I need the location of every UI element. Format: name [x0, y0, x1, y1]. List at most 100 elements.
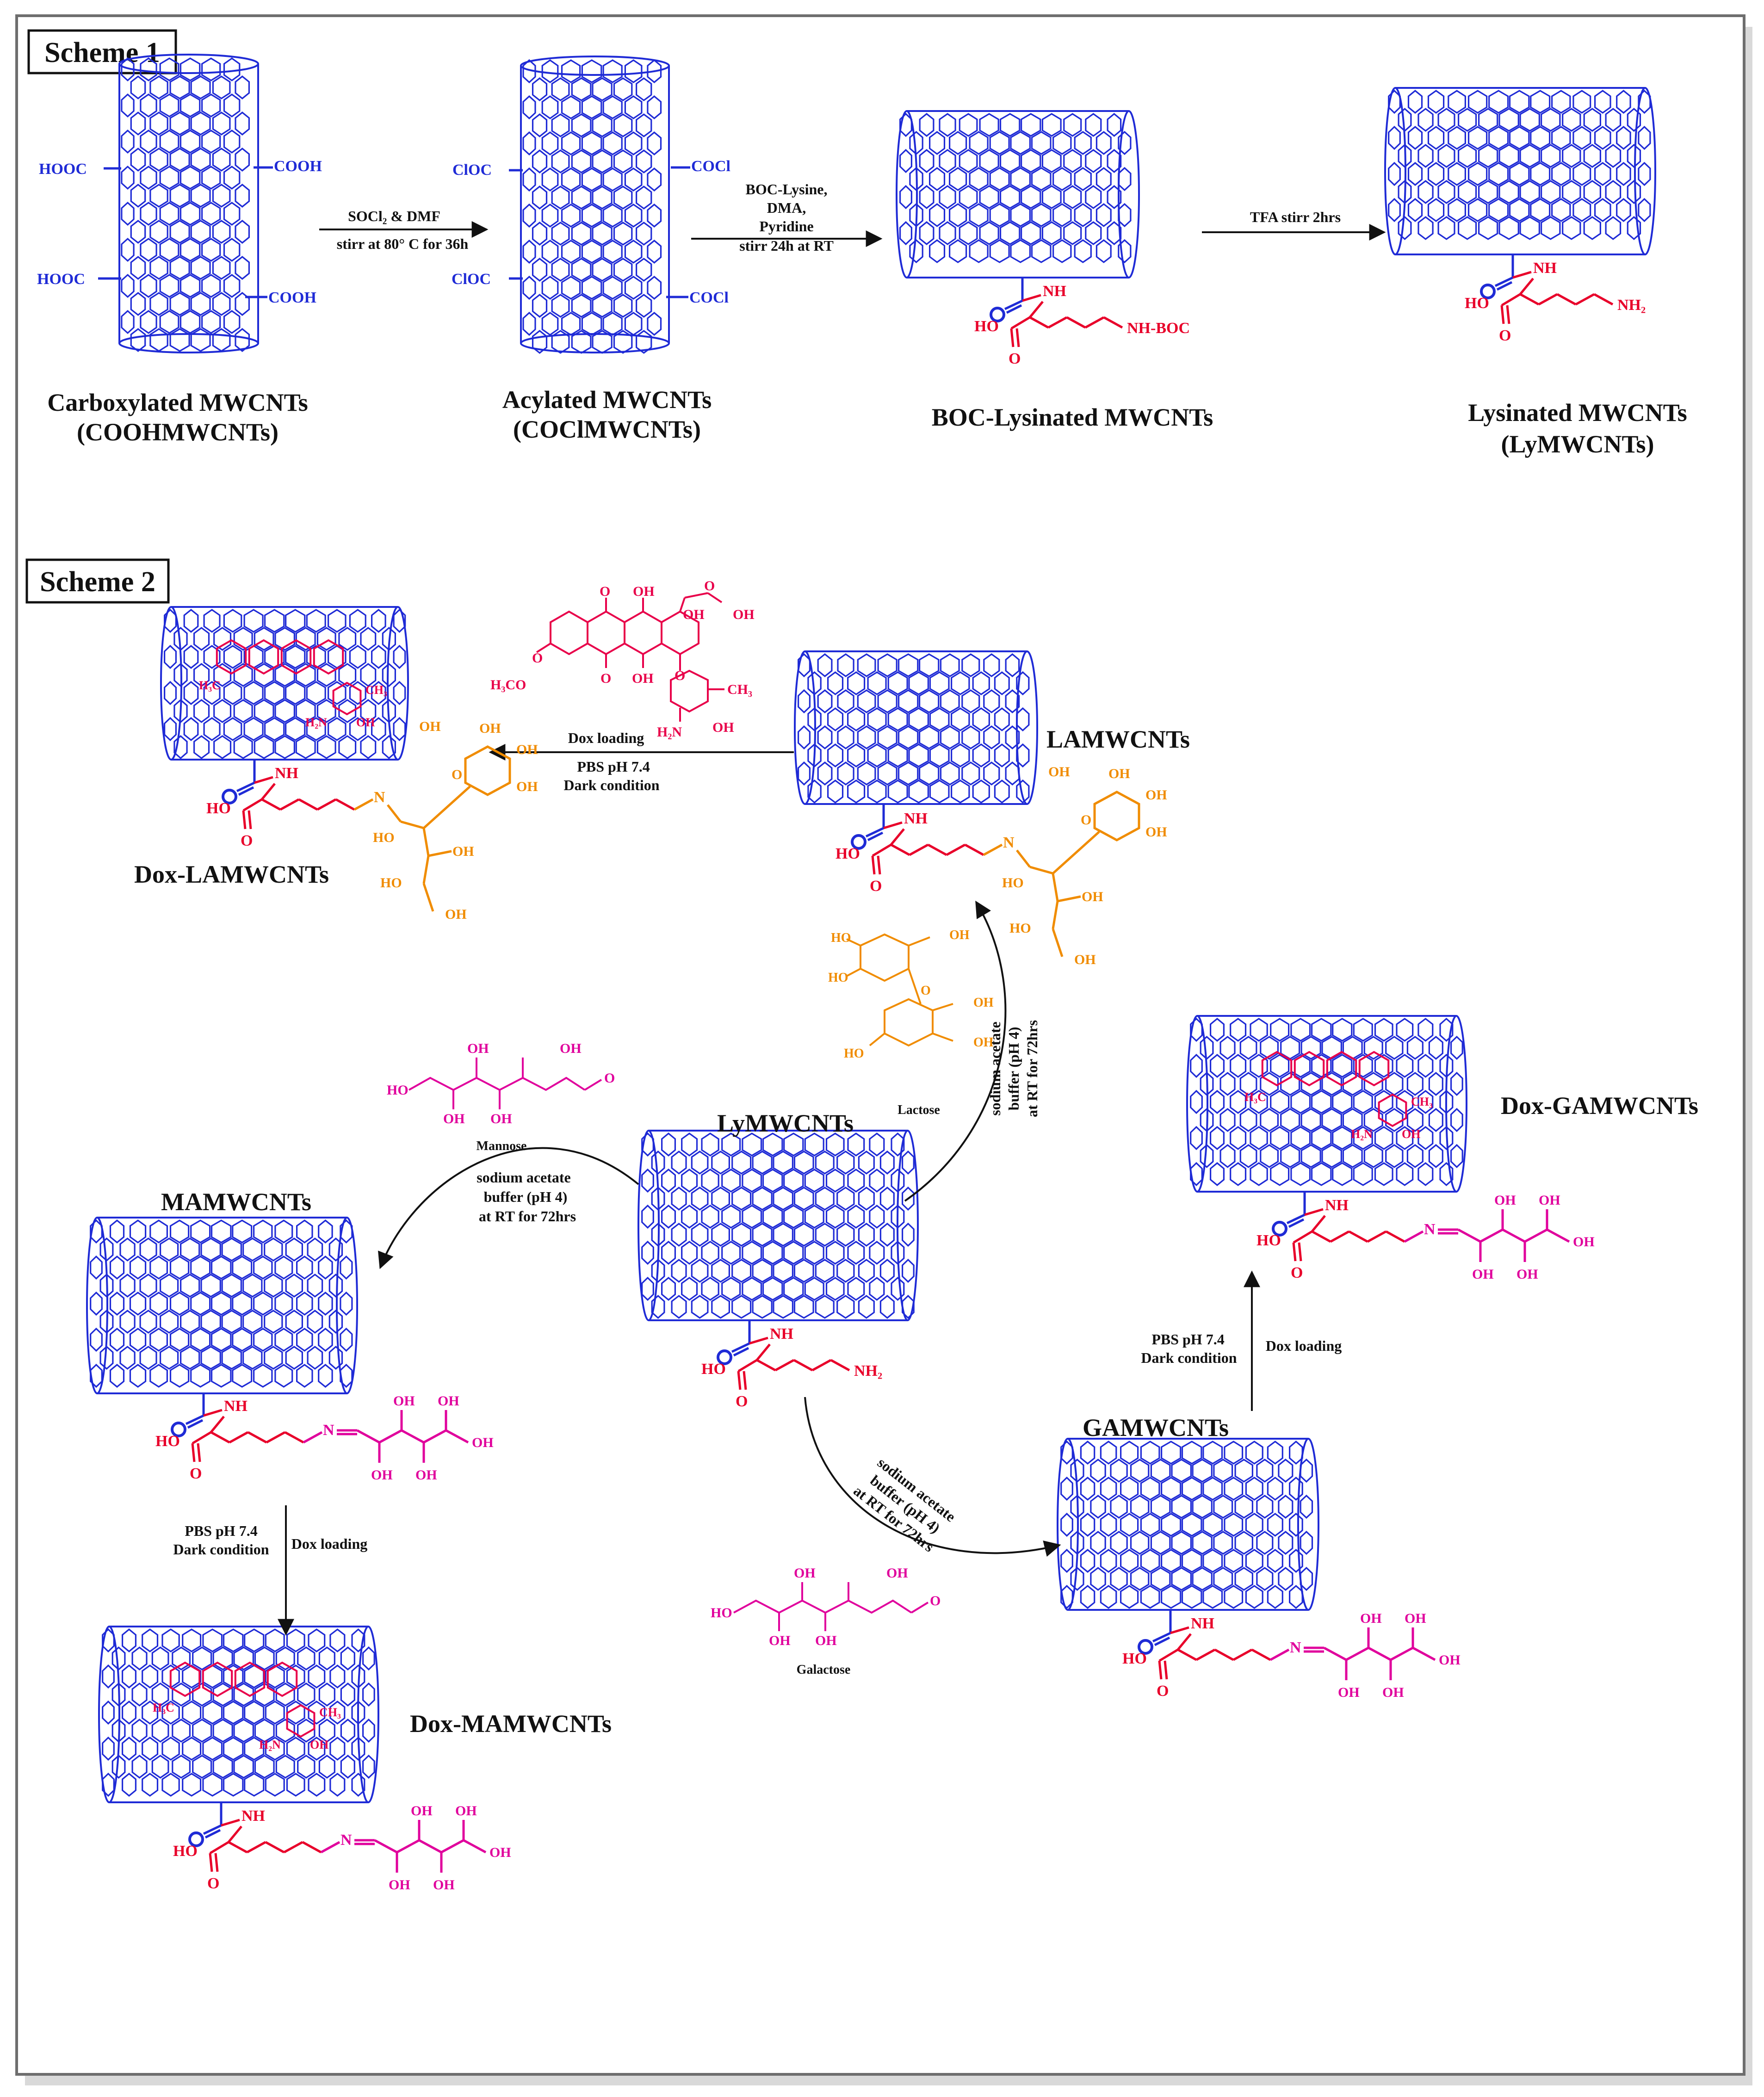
la-condition3: at RT for 72hrs [1024, 1020, 1040, 1117]
lactose-oh2: OH [973, 996, 994, 1010]
doxma-dox-oh: OH [310, 1738, 328, 1751]
mannose-molecule [409, 1058, 602, 1109]
reaction2-condition: stirr 24h at RT [739, 237, 834, 254]
ma-condition3: at RT for 72hrs [479, 1208, 576, 1225]
lysinated-nanotube [1384, 87, 1656, 255]
figure-frame [15, 14, 1745, 2076]
doxla-sugar-oh4: OH [516, 779, 538, 794]
la-sugar-oh3: OH [1145, 787, 1167, 803]
doxla-sugar-n-label: N [374, 789, 385, 806]
ga-sugar-oh1: OH [1338, 1685, 1360, 1700]
doxma-nh-label: NH [241, 1807, 265, 1825]
scheme1-heading-box [27, 29, 177, 74]
reaction3-condition: TFA stirr 2hrs [1250, 209, 1341, 225]
group-hooc-top: HOOC [39, 161, 87, 178]
ga-nanotube [1057, 1438, 1319, 1611]
ma-condition1: sodium acetate [477, 1169, 571, 1186]
ma-nanotube [86, 1217, 358, 1394]
la-sugar-oh4: OH [1145, 824, 1167, 840]
doxga-dox-oh: OH [1402, 1127, 1420, 1141]
doxla-sugar-oh6: OH [419, 719, 441, 734]
doxga-sugar-oh-end: OH [1573, 1234, 1595, 1250]
galactose-oh2: OH [794, 1565, 816, 1581]
group-cloc-top: ClOC [452, 161, 492, 179]
lysinated-label: Lysinated MWCNTs [1468, 399, 1687, 427]
doxma-o-label: O [207, 1875, 219, 1892]
la-label: LAMWCNTs [1046, 725, 1190, 753]
ma-dox-condition2: Dark condition [173, 1541, 269, 1558]
group-cloc-bottom: ClOC [452, 271, 491, 288]
dox-h3co: H₃CO [490, 677, 526, 693]
doxma-dox-h3c: H₃C [153, 1701, 174, 1714]
ga-sugar-oh4: OH [1405, 1611, 1426, 1626]
doxla-sugar-o-ring: O [452, 767, 462, 782]
mannose-oh2: OH [467, 1041, 489, 1056]
lysinated-abbr: (LyMWCNTs) [1501, 430, 1654, 458]
dox-oh-end: OH [733, 607, 755, 622]
dox-la-condition3: Dark condition [563, 777, 659, 793]
doxla-sugar-ho1: HO [373, 830, 395, 845]
dox-ma-label: Dox-MAMWCNTs [410, 1710, 612, 1738]
ma-dox-condition3: Dox loading [291, 1535, 367, 1552]
boc-ho-label: HO [974, 318, 999, 335]
doxla-dox-h3c: H₃C [199, 679, 221, 692]
ly2-nh-label: NH [770, 1325, 793, 1342]
doxla-dox-ch3: CH₃ [365, 683, 387, 697]
doxma-sugar-oh2: OH [411, 1803, 433, 1819]
la-nanotube [794, 650, 1038, 805]
doxma-dox-ch3: CH₃ [319, 1706, 341, 1719]
doxla-ho-label: HO [206, 800, 231, 817]
doxma-sugar-oh-end: OH [489, 1845, 511, 1860]
carboxylated-abbr: (COOHMWCNTs) [77, 418, 279, 446]
ma-sugar-oh2: OH [393, 1393, 415, 1409]
acylated-label: Acylated MWCNTs [502, 386, 712, 414]
la-ho-label: HO [836, 845, 860, 862]
group-hooc-bottom: HOOC [37, 271, 85, 288]
doxma-sugar-oh3: OH [433, 1877, 455, 1893]
scheme2-heading-box [25, 558, 170, 604]
acylated-abbr: (COClMWCNTs) [513, 415, 701, 443]
arrow-ly-to-la [904, 900, 1007, 1202]
la-sugar-o-ring: O [1081, 812, 1091, 828]
la-sugar-oh1: OH [1082, 889, 1103, 904]
boc-nh-label: NH [1043, 283, 1066, 300]
doxma-sugar-oh4: OH [455, 1803, 477, 1819]
dox-ma-nanotube [98, 1626, 379, 1803]
ga-dox-condition1: PBS pH 7.4 [1151, 1331, 1224, 1348]
galactose-o: O [930, 1593, 941, 1608]
ga-dox-condition2: Dark condition [1141, 1349, 1237, 1366]
mannose-oh1: OH [443, 1111, 465, 1126]
mannose-label: Mannose [477, 1139, 527, 1153]
lactose-ho2: HO [828, 971, 848, 985]
ma-sugar-oh-end: OH [472, 1435, 494, 1450]
doxla-sugar-oh3: OH [516, 742, 538, 757]
galactose-oh4: OH [886, 1565, 908, 1581]
doxla-nh-label: NH [275, 765, 298, 782]
boc-lysinated-nanotube [896, 110, 1140, 278]
acylated-nanotube [520, 56, 670, 354]
ga-sugar-oh2: OH [1360, 1611, 1382, 1626]
ga-ho-label: HO [1122, 1650, 1147, 1667]
ly-label: LyMWCNTs [717, 1109, 854, 1137]
doxla-o-label: O [241, 832, 253, 849]
reaction2-reagent: BOC-Lysine, [746, 181, 828, 198]
doxga-o-label: O [1291, 1264, 1303, 1281]
galactose-label: Galactose [797, 1663, 851, 1677]
dox-oh-right: OH [683, 607, 705, 622]
ly2-o-label: O [736, 1393, 748, 1410]
la-sugar-oh6: OH [1048, 764, 1070, 779]
mannose-oh4: OH [560, 1041, 582, 1056]
la-sugar-n-label: N [1003, 834, 1015, 851]
ly2-ho-label: HO [701, 1361, 726, 1378]
doxorubicin-molecule [536, 592, 724, 722]
ga-dox-condition3: Dox loading [1266, 1337, 1342, 1354]
ga-label: GAMWCNTs [1083, 1414, 1229, 1441]
ly2-terminal-label: NH₂ [854, 1362, 882, 1379]
la-o-label: O [870, 878, 882, 895]
doxla-dox-oh: OH [356, 716, 375, 729]
doxga-ho-label: HO [1256, 1232, 1281, 1249]
la-condition2: buffer (pH 4) [1005, 1027, 1022, 1111]
